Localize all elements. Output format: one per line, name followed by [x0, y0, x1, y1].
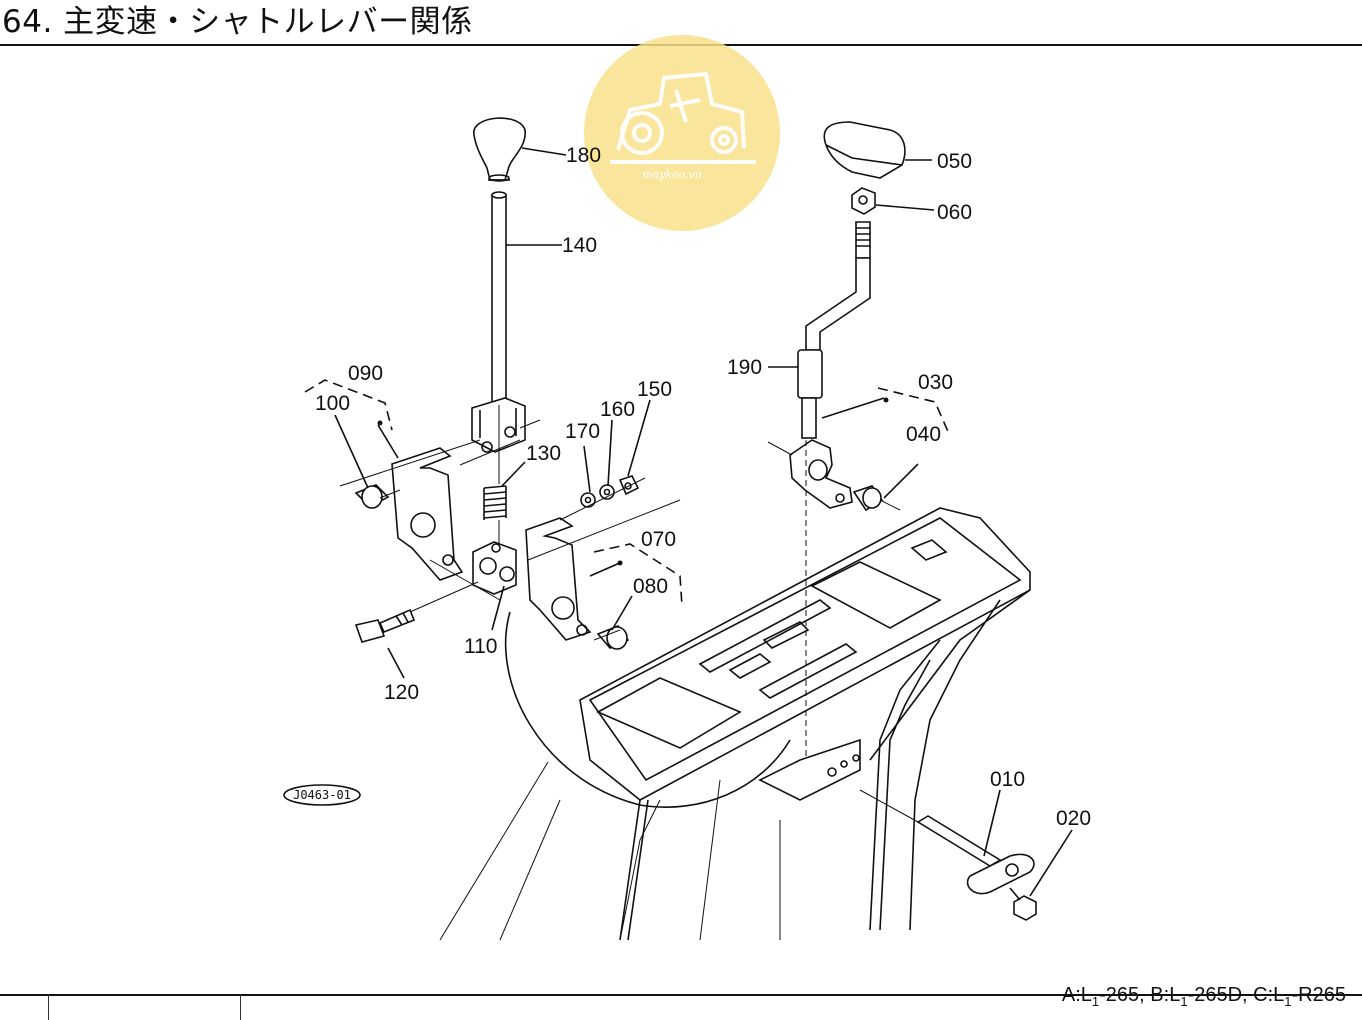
- part-labels: 180 140 050 060 190 030 040 090 100 130 …: [315, 144, 1091, 830]
- assembly-axis-lines-right: [767, 440, 901, 760]
- lever-arm-040: [789, 439, 884, 512]
- label-150: 150: [637, 378, 672, 401]
- footer-tick-2: [240, 994, 241, 1020]
- assembly-axis-lines-left: [339, 405, 791, 808]
- model-b: B:L1-265D,: [1150, 984, 1254, 1009]
- bottom-rule: [0, 994, 1362, 996]
- knob-050: [823, 121, 906, 179]
- footer-tick-1: [48, 994, 49, 1020]
- watermark-text: maykeo.vn: [642, 168, 702, 181]
- label-170: 170: [565, 420, 600, 443]
- bolt-120: [354, 608, 416, 643]
- label-110: 110: [464, 635, 497, 658]
- model-applicability: A:L1-265, B:L1-265D, C:L1-R265: [1062, 984, 1346, 1009]
- leader-lines: [304, 147, 1073, 897]
- washers-150-160-170: [580, 475, 640, 508]
- label-050: 050: [937, 150, 972, 173]
- label-120: 120: [384, 681, 419, 704]
- label-010: 010: [990, 768, 1025, 791]
- bushing-100: [354, 484, 390, 509]
- model-c: C:L1-R265: [1253, 984, 1346, 1009]
- model-a: A:L1-265,: [1061, 984, 1151, 1009]
- page-title: 64. 主変速・シャトルレバー関係: [2, 4, 473, 40]
- knob-180: [473, 117, 526, 182]
- spring-130: [483, 485, 507, 520]
- pin-010: [859, 789, 1035, 895]
- label-190: 190: [727, 356, 762, 379]
- pivot-block-110: [472, 541, 517, 595]
- label-180: 180: [566, 144, 601, 167]
- label-100: 100: [315, 392, 350, 415]
- bolt-020: [1009, 887, 1037, 921]
- label-090: 090: [348, 362, 383, 385]
- label-040: 040: [906, 423, 941, 446]
- label-020: 020: [1056, 807, 1091, 830]
- drawing-code: J0463-01: [293, 788, 351, 802]
- label-140: 140: [562, 234, 597, 257]
- nut-060: [851, 187, 876, 215]
- label-130: 130: [526, 442, 561, 465]
- watermark-logo: maykeo.vn: [584, 35, 780, 231]
- label-070: 070: [641, 528, 676, 551]
- shift-rod-190: [797, 221, 871, 439]
- console-frame: [439, 507, 1031, 941]
- bracket-right: [525, 517, 592, 641]
- bushing-080: [596, 625, 630, 650]
- label-080: 080: [633, 575, 668, 598]
- label-160: 160: [600, 398, 635, 421]
- lever-rod-140: [491, 191, 507, 406]
- bracket-left: [391, 447, 464, 581]
- label-060: 060: [937, 201, 972, 224]
- label-030: 030: [918, 371, 953, 394]
- drawing-code-badge: J0463-01: [283, 784, 361, 806]
